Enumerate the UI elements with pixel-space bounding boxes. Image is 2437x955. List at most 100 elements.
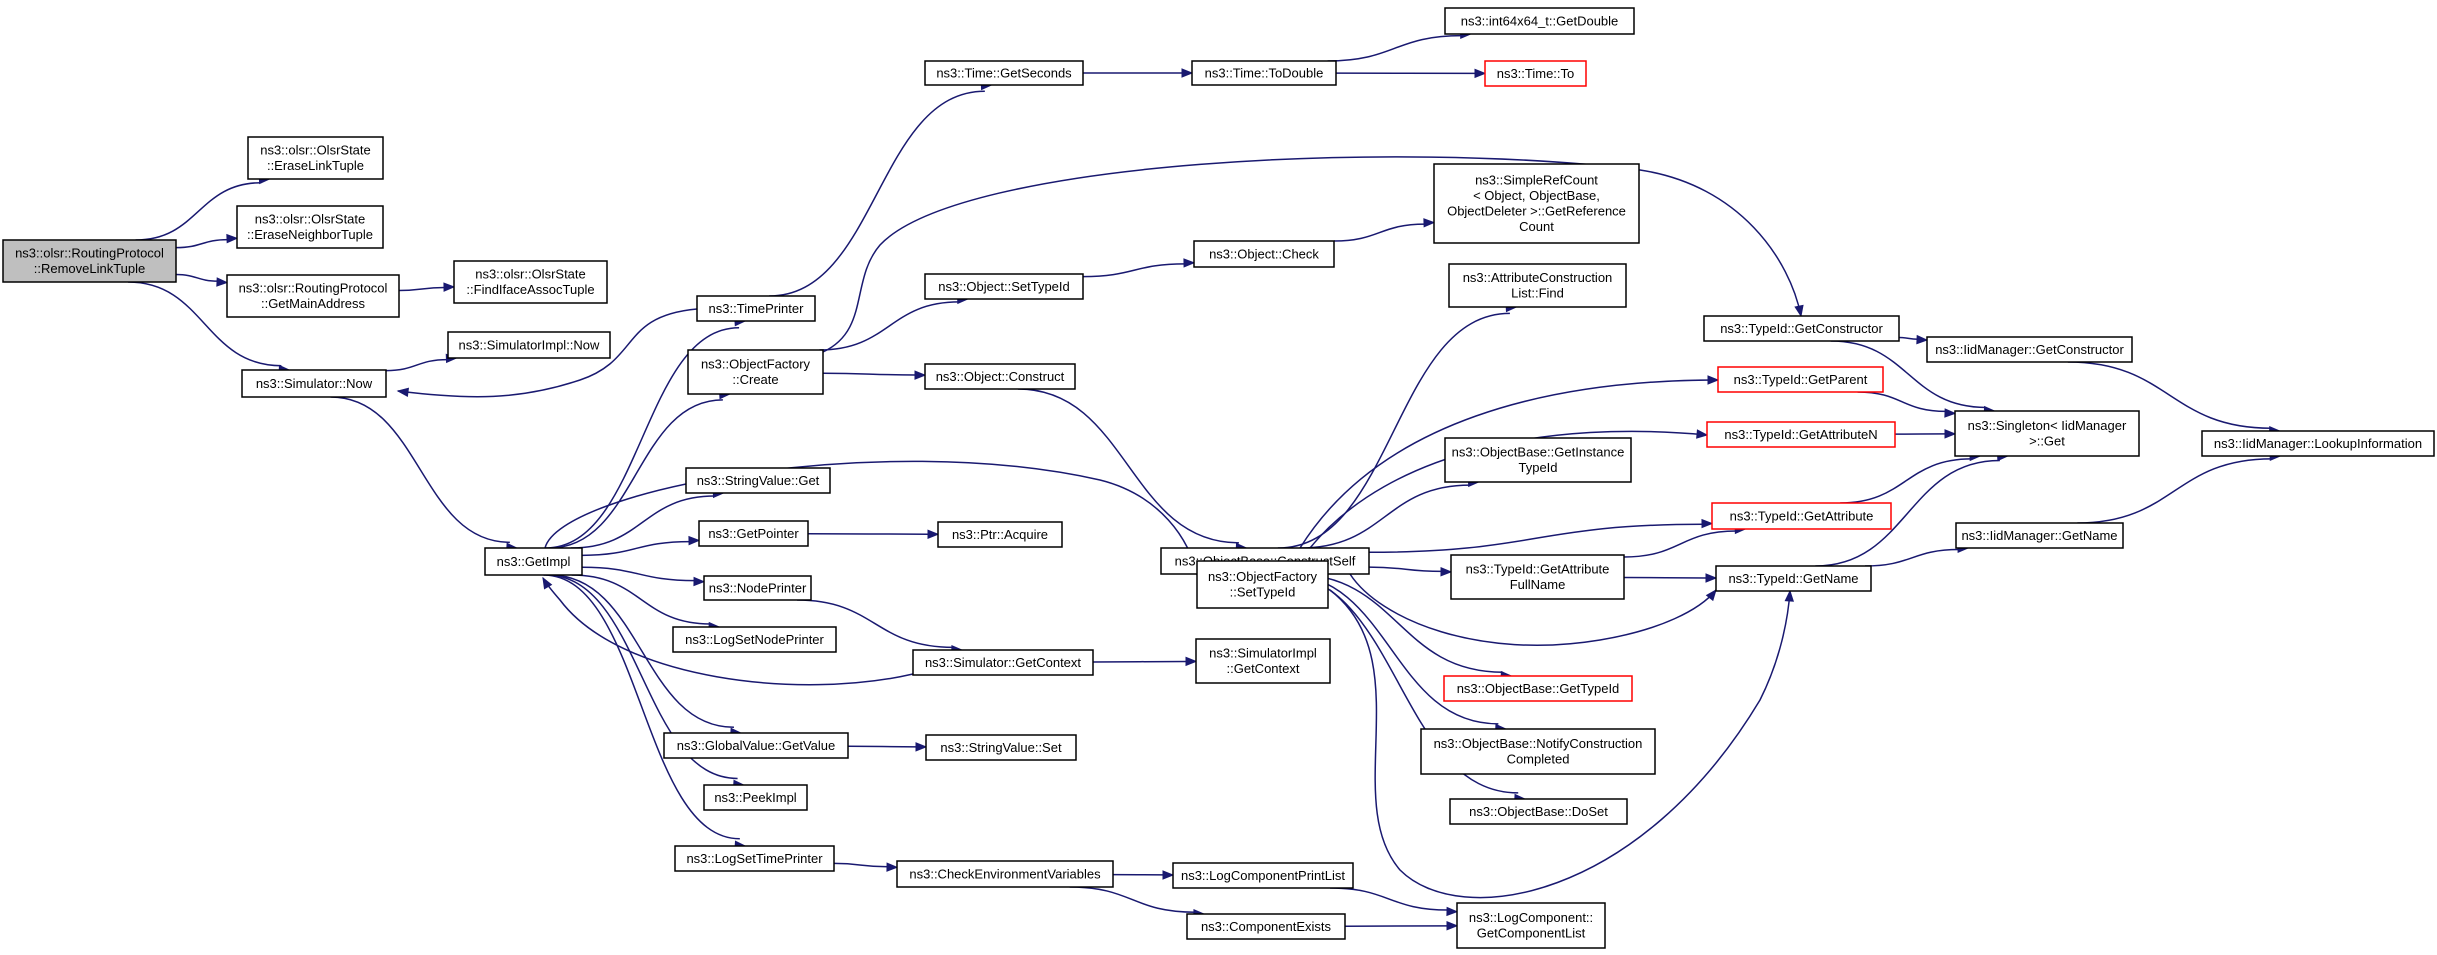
node-box	[1448, 263, 1627, 308]
node-label-line: ObjectDeleter >::GetReference	[1447, 204, 1626, 219]
edge-line	[833, 862, 889, 868]
edge-line	[2067, 361, 2272, 429]
arrowhead	[542, 576, 553, 590]
node-iidManagerLookup[interactable]: ns3::IidManager::LookupInformation	[2201, 430, 2435, 457]
node-label-line: ns3::NodePrinter	[709, 580, 807, 595]
node-label-line: ::FindIfaceAssocTuple	[466, 282, 594, 297]
node-int64GetDouble[interactable]: ns3::int64x64_t::GetDouble	[1444, 7, 1635, 35]
node-label-line: ns3::Time::To	[1497, 66, 1575, 81]
node-simGetContext[interactable]: ns3::Simulator::GetContext	[912, 649, 1094, 676]
node-box	[925, 734, 1077, 761]
node-box	[1420, 728, 1656, 775]
node-label-line: ns3::olsr::OlsrState	[255, 212, 366, 227]
edge-timeGetSeconds-to-timeToDouble	[1083, 68, 1194, 78]
edge-simGetContext-to-getImpl	[542, 576, 914, 686]
node-box	[1926, 336, 2133, 363]
edge-line	[1368, 566, 1443, 573]
node-eraseLink[interactable]: ns3::olsr::OlsrState::EraseLinkTuple	[247, 136, 384, 180]
node-simImplGetContext[interactable]: ns3::SimulatorImpl::GetContext	[1195, 638, 1331, 684]
edge-line	[397, 308, 698, 398]
node-componentExists[interactable]: ns3::ComponentExists	[1186, 913, 1346, 940]
node-findIface[interactable]: ns3::olsr::OlsrState::FindIfaceAssocTupl…	[453, 260, 608, 304]
node-iidManagerGetName[interactable]: ns3::IidManager::GetName	[1955, 522, 2124, 549]
node-typeIdGetParent[interactable]: ns3::TypeId::GetParent	[1717, 366, 1884, 393]
arrowhead	[1185, 656, 1198, 667]
node-simpleRefCount[interactable]: ns3::SimpleRefCount< Object, ObjectBase,…	[1433, 163, 1640, 244]
node-box	[924, 60, 1084, 86]
arrowhead	[688, 535, 701, 546]
node-root[interactable]: ns3::olsr::RoutingProtocol::RemoveLinkTu…	[2, 239, 177, 283]
node-label-line: List::Find	[1511, 286, 1564, 301]
node-box	[1449, 798, 1628, 825]
node-label-line: ns3::ObjectBase::GetTypeId	[1457, 681, 1620, 696]
edge-getImpl-to-getPointer	[581, 535, 701, 557]
node-label-line: ns3::Singleton< IidManager	[1968, 418, 2127, 433]
node-objSetTypeId[interactable]: ns3::Object::SetTypeId	[924, 273, 1084, 300]
node-stringValueSet[interactable]: ns3::StringValue::Set	[925, 734, 1077, 761]
node-objBaseNotifyConstruction[interactable]: ns3::ObjectBase::NotifyConstructionCompl…	[1420, 728, 1656, 775]
node-logSetNodePrinter[interactable]: ns3::LogSetNodePrinter	[672, 626, 837, 653]
node-nodePrinter[interactable]: ns3::NodePrinter	[703, 575, 812, 601]
node-objCheck[interactable]: ns3::Object::Check	[1193, 240, 1335, 268]
node-simNow[interactable]: ns3::Simulator::Now	[241, 369, 387, 398]
edge-line	[127, 281, 282, 367]
node-label-line: >::Get	[2029, 434, 2065, 449]
node-typeIdGetConstructor[interactable]: ns3::TypeId::GetConstructor	[1703, 315, 1900, 342]
node-logComponentGetComponentList[interactable]: ns3::LogComponent::GetComponentList	[1456, 902, 1606, 949]
node-stringValueGet[interactable]: ns3::StringValue::Get	[685, 467, 831, 494]
node-peekImpl[interactable]: ns3::PeekImpl	[703, 784, 808, 811]
node-box	[1444, 7, 1635, 35]
node-objBaseGetTypeId[interactable]: ns3::ObjectBase::GetTypeId	[1443, 675, 1633, 702]
node-simImplNow[interactable]: ns3::SimulatorImpl::Now	[447, 331, 611, 359]
node-box	[1195, 638, 1331, 684]
node-box	[453, 260, 608, 304]
node-objConstruct[interactable]: ns3::Object::Construct	[924, 363, 1076, 390]
node-logComponentPrintList[interactable]: ns3::LogComponentPrintList	[1172, 862, 1354, 889]
node-getPointer[interactable]: ns3::GetPointer	[698, 520, 809, 547]
arrowhead	[886, 862, 899, 872]
node-timeToDouble[interactable]: ns3::Time::ToDouble	[1191, 60, 1337, 86]
node-logSetTimePrinter[interactable]: ns3::LogSetTimePrinter	[674, 845, 835, 872]
node-label-line: ns3::olsr::OlsrState	[260, 143, 371, 158]
edge-getMainAddr-to-findIface	[398, 282, 456, 292]
node-objBaseDoSet[interactable]: ns3::ObjectBase::DoSet	[1449, 798, 1628, 825]
edge-line	[546, 574, 738, 780]
edge-timePrinter-to-simNow	[396, 308, 698, 398]
node-typeIdGetAttributeN[interactable]: ns3::TypeId::GetAttributeN	[1706, 421, 1896, 448]
edge-line	[822, 156, 1802, 353]
node-box	[937, 521, 1063, 548]
node-timePrinter[interactable]: ns3::TimePrinter	[696, 295, 816, 322]
node-getMainAddr[interactable]: ns3::olsr::RoutingProtocol::GetMainAddre…	[226, 274, 400, 318]
node-singletonGet[interactable]: ns3::Singleton< IidManager>::Get	[1954, 410, 2140, 457]
edge-checkEnv-to-componentExists	[1069, 886, 1206, 919]
node-globalValueGetValue[interactable]: ns3::GlobalValue::GetValue	[663, 732, 849, 759]
edge-line	[135, 181, 262, 241]
node-iidManagerGetConstructor[interactable]: ns3::IidManager::GetConstructor	[1926, 336, 2133, 363]
node-box	[226, 274, 400, 318]
node-objFactSetTypeId[interactable]: ns3::ObjectFactory::SetTypeId	[1196, 560, 1329, 609]
arrowhead	[1784, 589, 1795, 602]
node-objFactCreate[interactable]: ns3::ObjectFactory::Create	[687, 349, 824, 395]
node-getImpl[interactable]: ns3::GetImpl	[484, 547, 583, 576]
node-typeIdGetName[interactable]: ns3::TypeId::GetName	[1715, 565, 1872, 592]
node-box	[924, 273, 1084, 300]
edge-line	[549, 399, 723, 549]
node-timeGetSeconds[interactable]: ns3::Time::GetSeconds	[924, 60, 1084, 86]
edge-line	[769, 90, 985, 297]
node-label-line: ns3::Time::ToDouble	[1205, 65, 1324, 80]
node-checkEnv[interactable]: ns3::CheckEnvironmentVariables	[896, 860, 1114, 888]
edge-line	[545, 327, 740, 549]
node-ptrAcquire[interactable]: ns3::Ptr::Acquire	[937, 521, 1063, 548]
node-box	[241, 369, 387, 398]
node-timeTo[interactable]: ns3::Time::To	[1484, 60, 1587, 87]
node-box	[447, 331, 611, 359]
arrowhead	[1181, 68, 1194, 78]
node-typeIdGetAttribute[interactable]: ns3::TypeId::GetAttribute	[1711, 502, 1892, 530]
node-label-line: ::GetContext	[1227, 661, 1300, 676]
node-label-line: ns3::ObjectBase::NotifyConstruction	[1434, 736, 1643, 751]
node-label-line: ns3::LogComponentPrintList	[1181, 868, 1345, 883]
node-eraseNeighbor[interactable]: ns3::olsr::OlsrState::EraseNeighborTuple	[236, 205, 384, 249]
